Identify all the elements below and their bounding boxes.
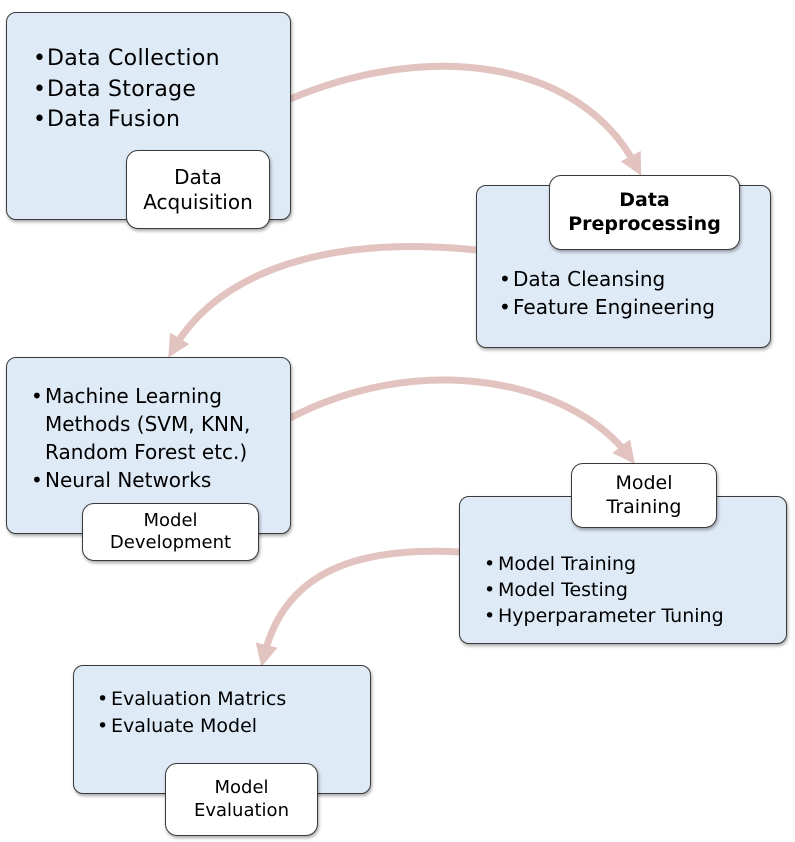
list-item: •Neural Networks: [31, 468, 212, 492]
stage-items-data-preprocessing: •Data Cleansing •Feature Engineering: [499, 265, 715, 321]
list-item: •Data Fusion: [33, 107, 181, 132]
stage-items-model-evaluation: •Evaluation Matrics •Evaluate Model: [97, 686, 286, 740]
stage-label-data-preprocessing: Data Preprocessing: [549, 175, 740, 250]
arrow-development-to-training: [288, 376, 635, 464]
list-item: •Evaluation Matrics: [97, 688, 287, 710]
stage-label-model-development: Model Development: [82, 503, 259, 561]
stage-label-model-evaluation: Model Evaluation: [165, 763, 318, 836]
stage-label-model-training: Model Training: [571, 463, 717, 528]
arrow-training-to-evaluation: [255, 547, 460, 667]
stage-items-model-training: •Model Training •Model Testing •Hyperpar…: [484, 551, 724, 629]
list-item: •Machine Learning Methods (SVM, KNN, Ran…: [31, 384, 251, 464]
list-item: •Feature Engineering: [499, 295, 715, 319]
list-item: •Model Testing: [484, 579, 628, 601]
stage-label-data-acquisition: Data Acquisition: [126, 150, 270, 229]
stage-items-model-development: •Machine Learning Methods (SVM, KNN, Ran…: [31, 382, 250, 494]
list-item: •Data Cleansing: [499, 267, 666, 291]
list-item: •Data Collection: [33, 46, 220, 71]
list-item: •Model Training: [484, 553, 637, 575]
arrow-acquisition-to-preprocessing: [288, 62, 642, 176]
list-item: •Data Storage: [33, 76, 197, 102]
list-item: •Evaluate Model: [97, 715, 258, 737]
stage-items-data-acquisition: •Data Collection •Data Storage •Data Fus…: [33, 44, 220, 136]
arrow-preprocessing-to-development: [168, 243, 477, 358]
list-item: •Hyperparameter Tuning: [484, 605, 724, 627]
